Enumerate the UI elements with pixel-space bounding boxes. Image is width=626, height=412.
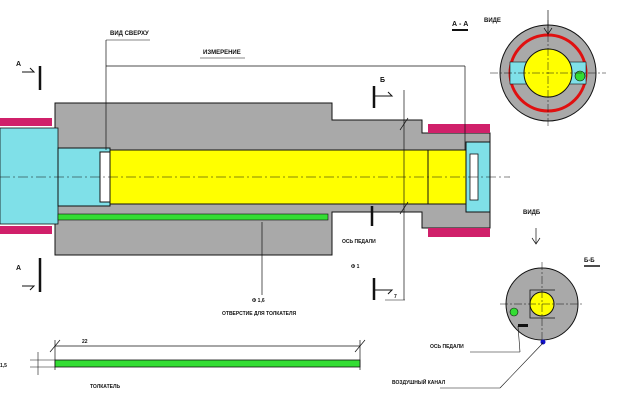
right-collar-top: [428, 124, 490, 133]
label-axis-pedal: ОСЬ ПЕДАЛИ: [342, 239, 376, 245]
label-section-a-bottom: А: [16, 265, 21, 272]
label-dim-7: 7: [394, 294, 397, 300]
label-measurement: ИЗМЕРЕНИЕ: [203, 50, 241, 56]
pusher-rod: [54, 359, 361, 368]
label-section-a-top: А: [16, 61, 21, 68]
label-top-view: ВИД СВЕРХУ: [110, 31, 149, 37]
label-hole: ОТВЕРСТИЕ ДЛЯ ТОЛКАТЕЛЯ: [222, 311, 297, 317]
left-collar-bottom: [0, 226, 52, 234]
view-b: [500, 262, 584, 346]
label-section-aa: А - А: [452, 21, 468, 28]
right-collar-bottom: [428, 228, 490, 237]
label-top-right: ВИДЕ: [484, 18, 501, 24]
section-aa-view: [490, 10, 606, 126]
label-view-b: ВИДБ: [523, 210, 541, 216]
label-pusher: ТОЛКАТЕЛЬ: [90, 384, 121, 390]
label-section-b-top: Б: [380, 77, 385, 84]
left-pipe: [0, 127, 59, 225]
label-dim-22: 22: [82, 339, 88, 345]
label-phi-main: Ф 1,6: [252, 298, 265, 304]
label-dim-1-5: 1,5: [0, 363, 7, 369]
label-airbag: ВОЗДУШНЫЙ КАНАЛ: [392, 378, 446, 386]
push-rod-channel: [57, 213, 329, 221]
label-phi-small: Ф 1: [351, 264, 360, 270]
label-section-bb: Б-Б: [584, 258, 595, 264]
left-collar-top: [0, 118, 52, 126]
label-axis-pedal-2: ОСЬ ПЕДАЛИ: [430, 344, 464, 350]
